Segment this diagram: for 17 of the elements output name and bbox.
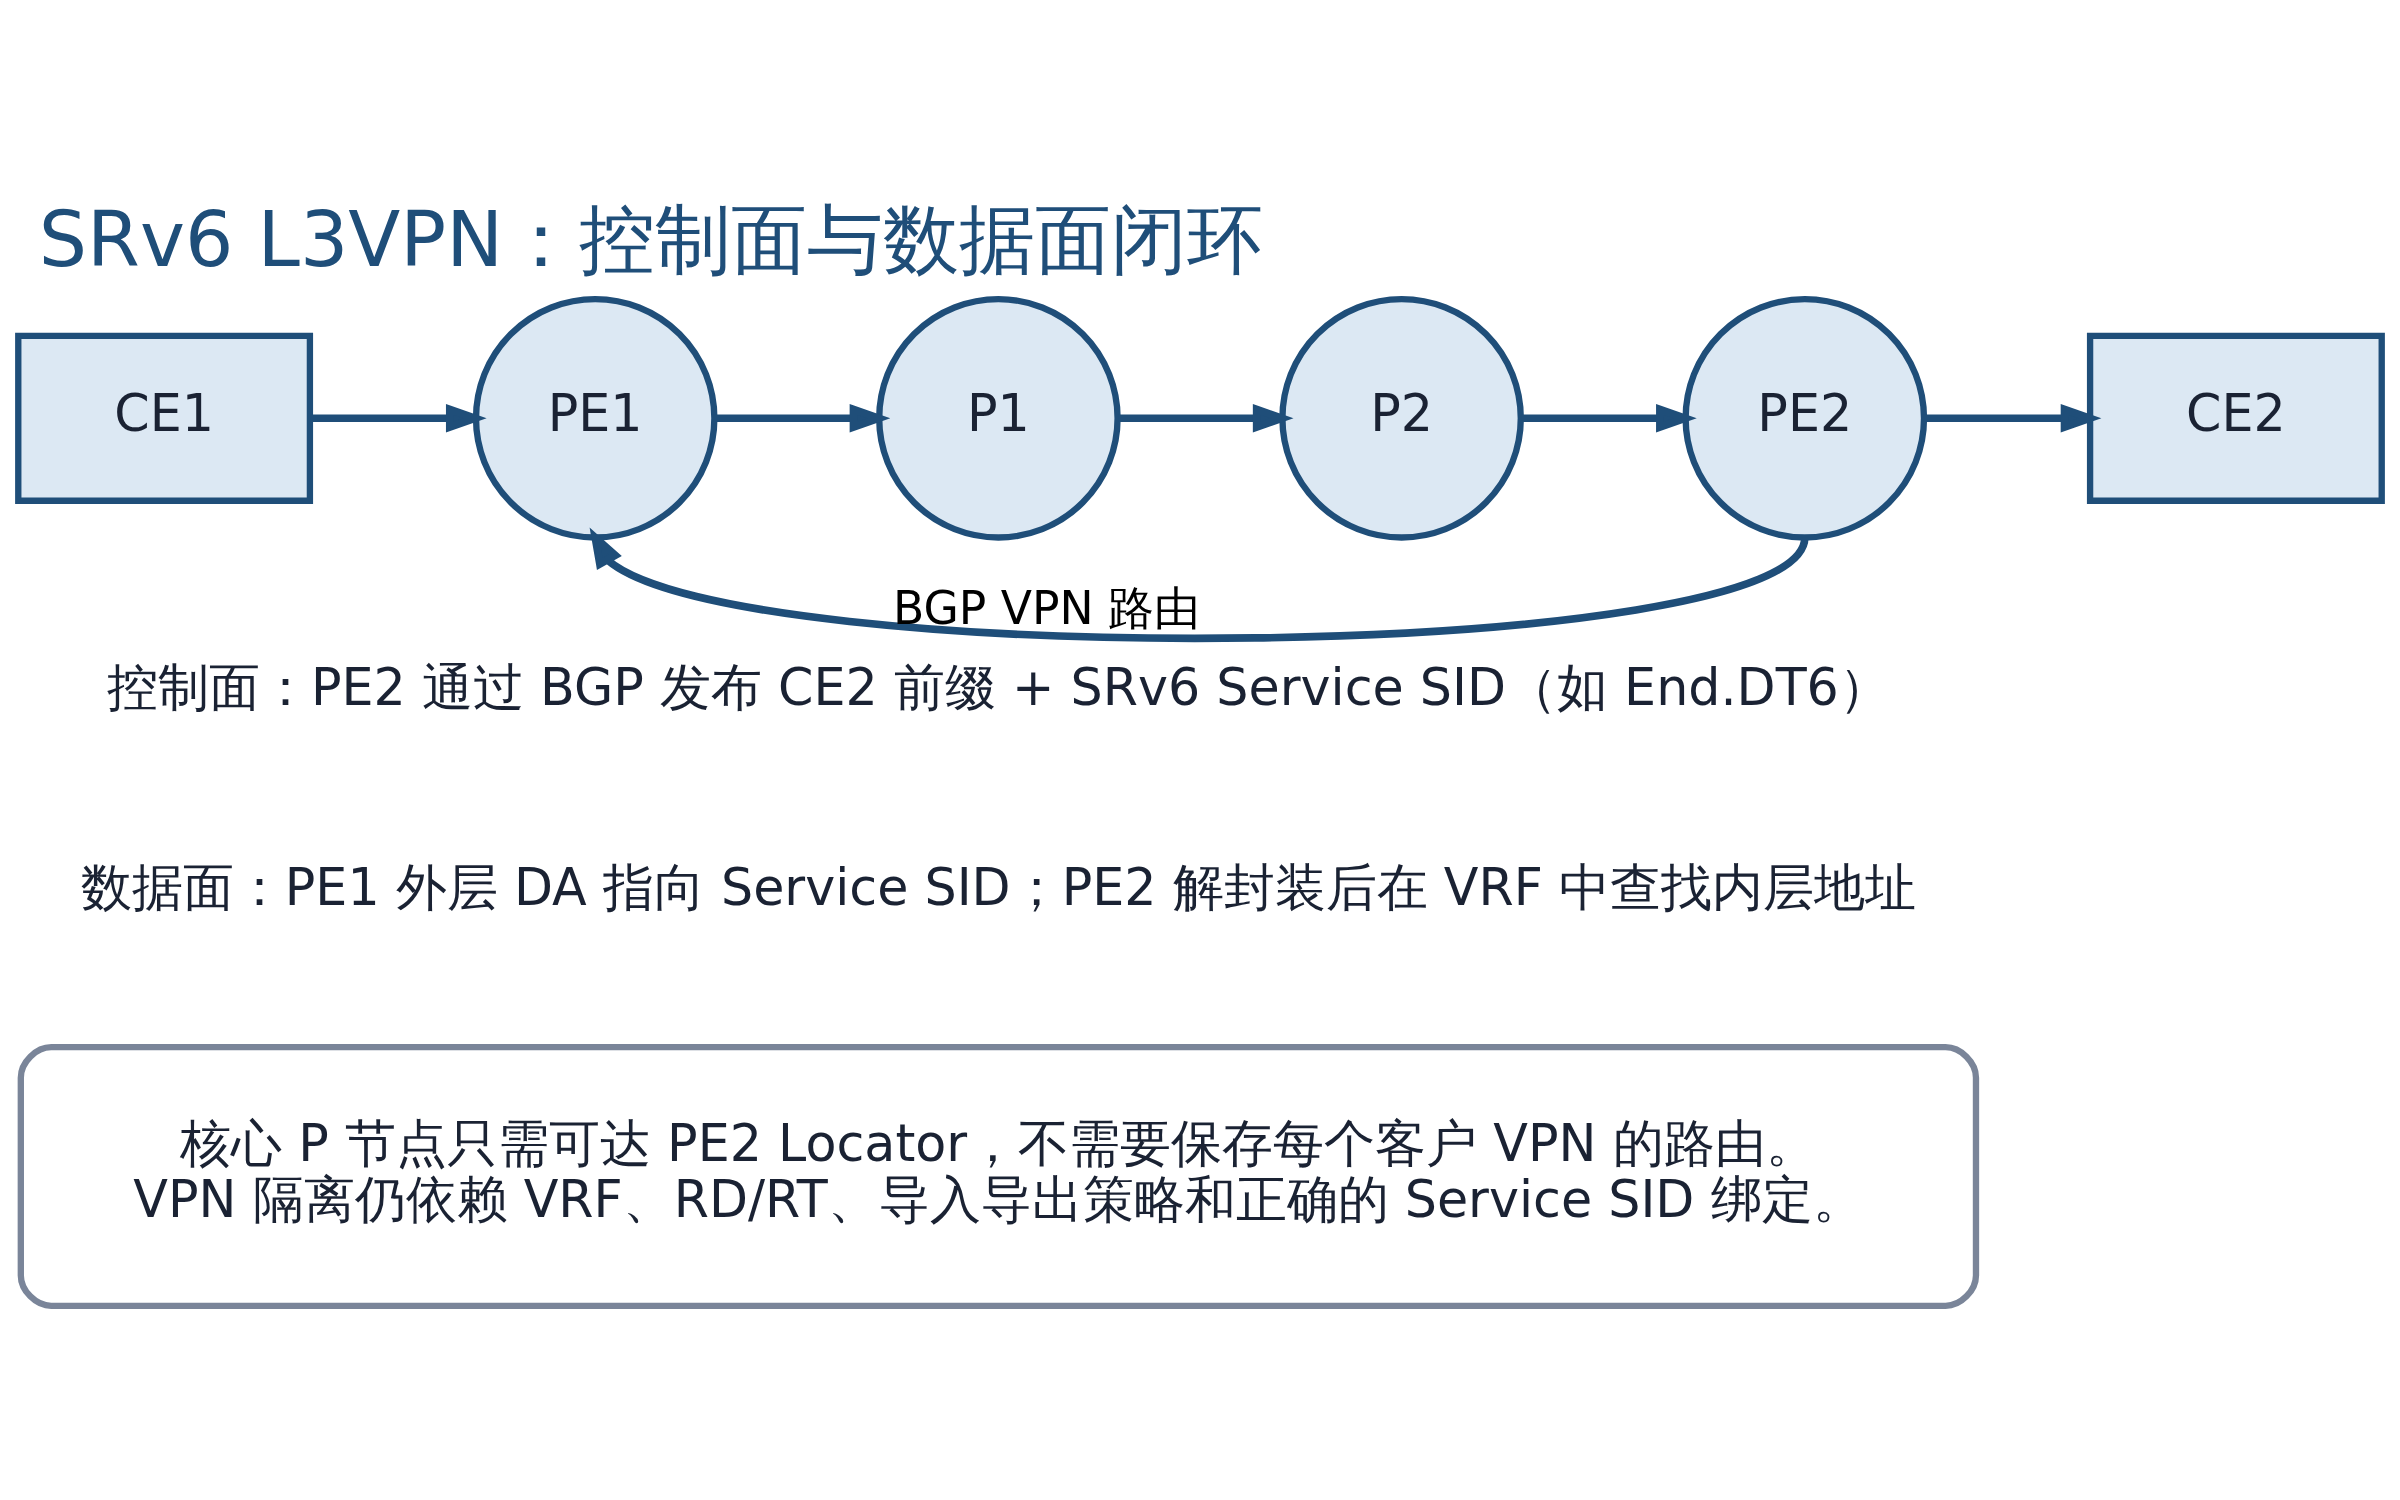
arrow	[1924, 403, 2102, 433]
label: 数据面：PE1 外层 DA 指向 Service SID；PE2 解封装后在 VRF 中查找内层地址	[80, 857, 1916, 917]
node-box: 核心 P 节点只需可达 PE2 Locator，不需要保存每个客户 VPN 的路由。 VPN 隔离仍依赖 VRF、RD/RT、导入导出策略和正确的 Service SID 绑定。	[17, 1043, 1980, 1309]
arrow	[714, 403, 891, 433]
node-box: CE1	[15, 332, 314, 504]
node-circle: P1	[876, 295, 1121, 541]
node-circle: PE2	[1682, 295, 1928, 541]
label: 控制面：PE2 通过 BGP 发布 CE2 前缀 + SRv6 Service SID（如 End.DT6）	[106, 657, 1890, 717]
arrow	[1118, 403, 1294, 433]
edge-label: BGP VPN 路由	[892, 581, 1201, 635]
arrow	[589, 526, 1808, 642]
diagram-title: SRv6 L3VPN：控制面与数据面闭环	[38, 194, 1264, 284]
node-box: CE2	[2086, 332, 2385, 504]
node-circle: PE1	[472, 295, 718, 541]
arrow	[1521, 403, 1697, 433]
arrow	[310, 403, 487, 433]
node-circle: P2	[1279, 295, 1524, 541]
